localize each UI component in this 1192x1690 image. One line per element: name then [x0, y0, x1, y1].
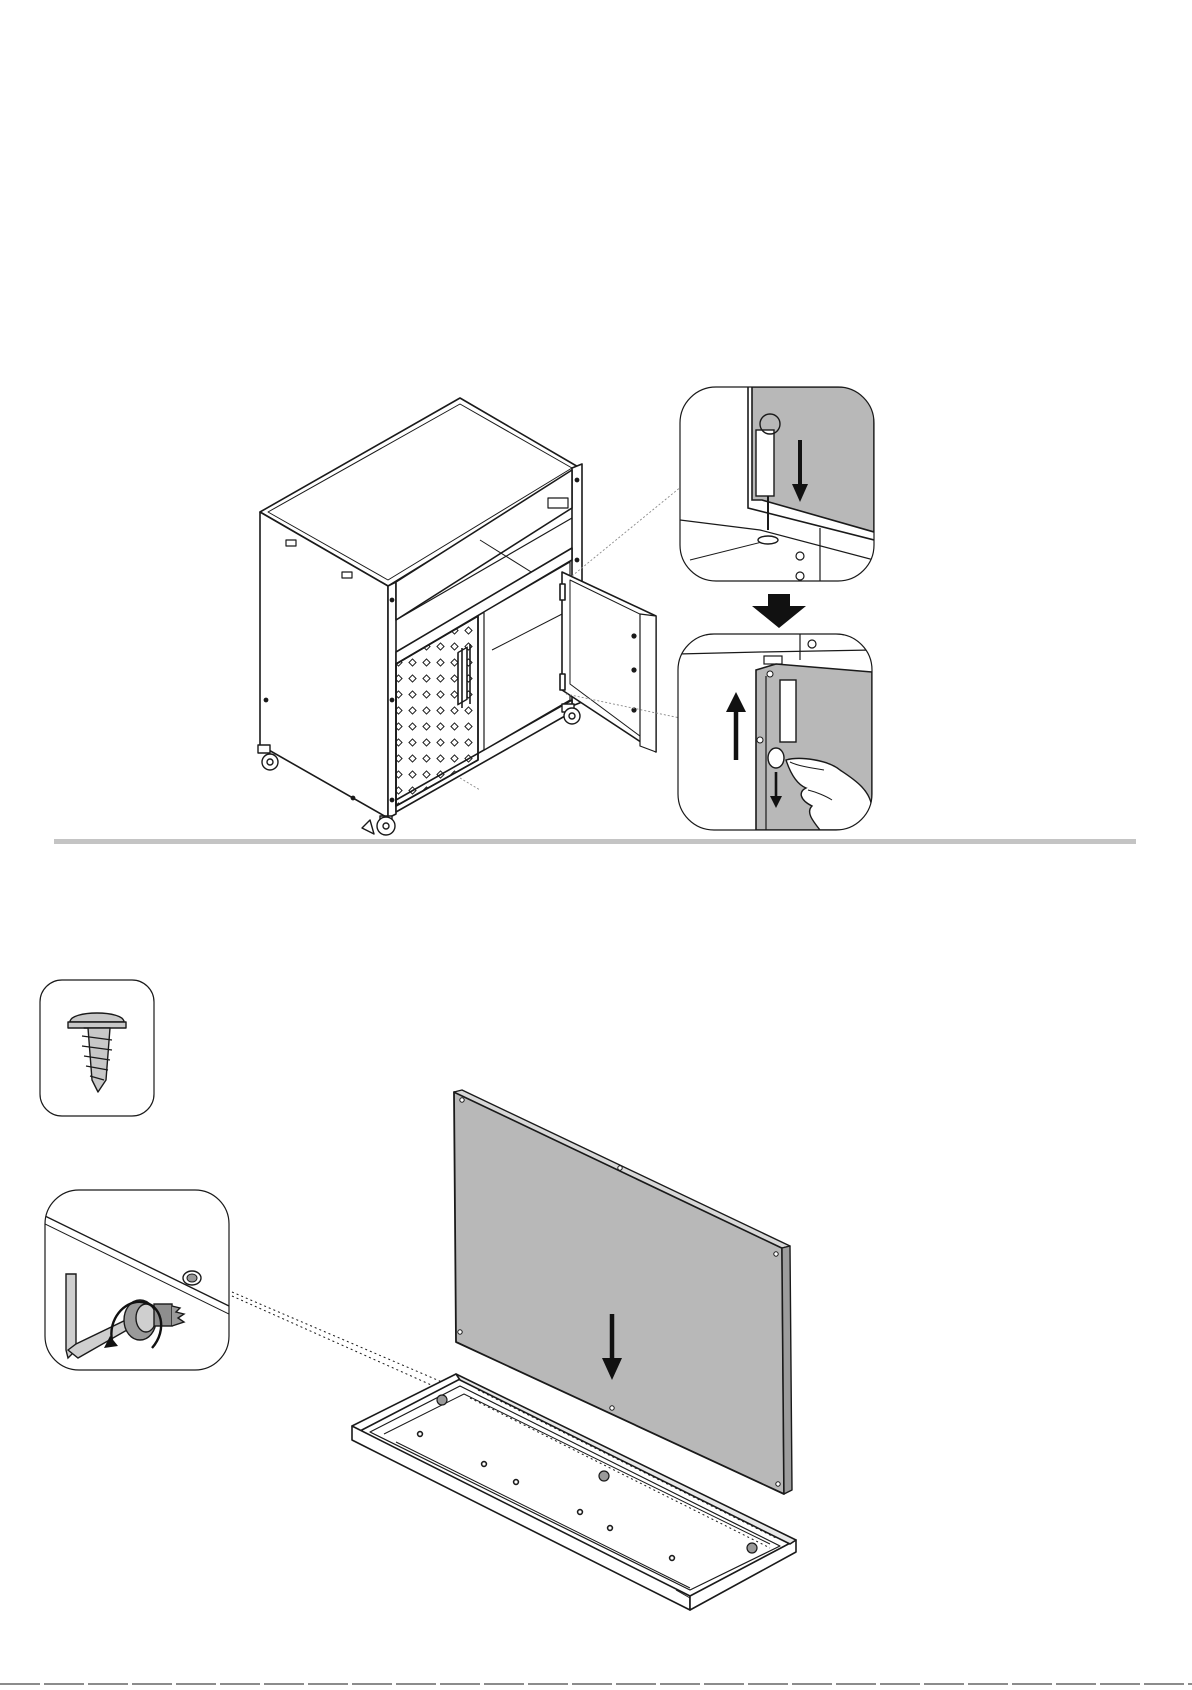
utility-cart-icon	[258, 398, 582, 835]
cabinet-door-icon	[560, 572, 656, 752]
screw-leader-lines	[232, 1292, 442, 1388]
sequence-down-arrow-icon	[752, 594, 806, 628]
step-back-panel	[40, 980, 796, 1610]
step-divider	[54, 839, 1136, 844]
step-door-hinge	[258, 387, 874, 835]
allen-key-tighten-detail	[45, 1190, 229, 1370]
screw-part-box	[40, 980, 154, 1116]
hinge-pin-release-detail	[678, 634, 872, 830]
hinge-pin-insert-detail	[680, 387, 874, 581]
